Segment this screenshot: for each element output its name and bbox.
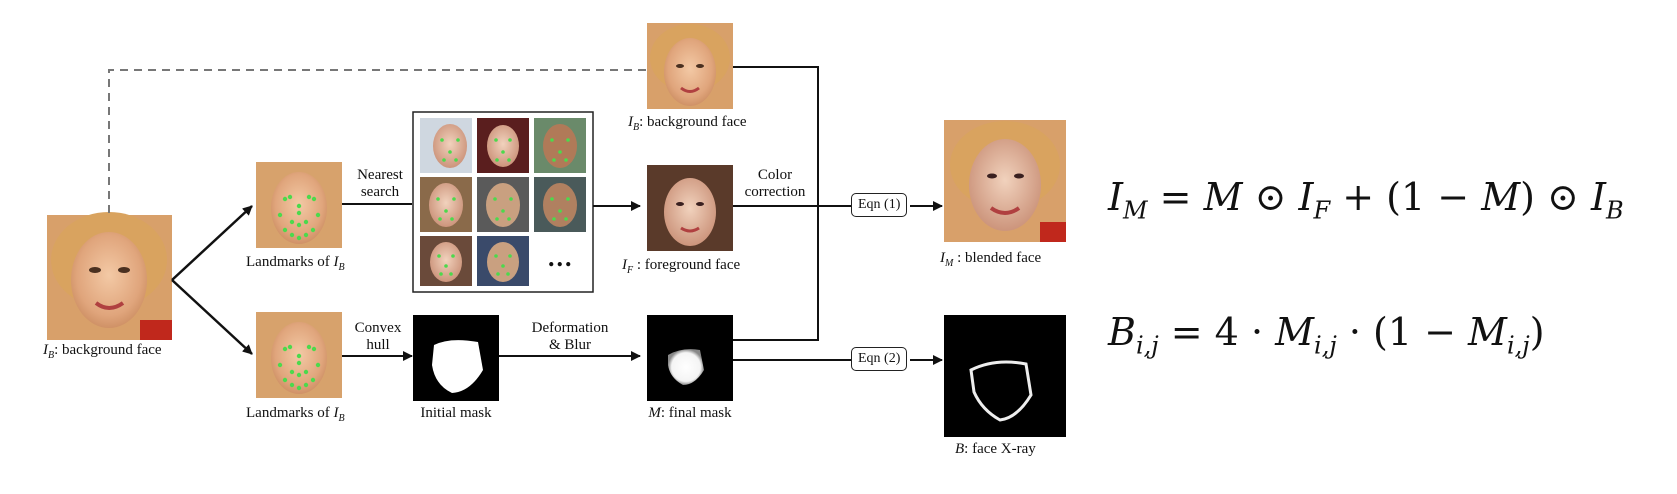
landmarks-top-image — [256, 162, 342, 248]
final-mask-image — [647, 315, 733, 401]
label-bg-face-top: IB: background face — [628, 114, 747, 133]
background-face-top-image — [647, 23, 733, 109]
label-bg-face-left: IB: background face — [43, 342, 162, 361]
blended-face-image — [944, 120, 1066, 242]
label-landmarks-top: Landmarks of IB — [246, 254, 345, 273]
arrow-to-landmarks-top — [171, 205, 253, 281]
label-initial-mask: Initial mask — [420, 405, 492, 421]
connector-top-face — [733, 66, 819, 341]
eqn2-box: Eqn (2) — [851, 347, 908, 371]
label-foreground: IF : foreground face — [622, 257, 741, 276]
dashed-connector — [108, 69, 647, 213]
label-deformation-blur: Deformation& Blur — [531, 320, 609, 353]
eqn1-box: Eqn (1) — [851, 193, 908, 217]
equation-blending: IM = M ⊙ IF + (1 − M) ⊙ IB — [1108, 175, 1624, 225]
initial-mask-image — [413, 315, 499, 401]
face-database-grid — [412, 111, 594, 293]
label-xray: B: face X-ray — [955, 441, 1036, 457]
label-landmarks-bottom: Landmarks of IB — [246, 405, 345, 424]
landmarks-bottom-image — [256, 312, 342, 398]
arrow-to-landmarks-bottom — [171, 279, 253, 355]
foreground-face-image — [647, 165, 733, 251]
label-blended: IM : blended face — [940, 250, 1042, 269]
face-xray-image — [944, 315, 1066, 437]
label-final-mask: M: final mask — [648, 405, 732, 421]
background-face-image — [47, 212, 172, 340]
equation-xray: Bi,j = 4 · Mi,j · (1 − Mi,j) — [1108, 310, 1545, 360]
more-faces-dots: ... — [548, 243, 574, 272]
